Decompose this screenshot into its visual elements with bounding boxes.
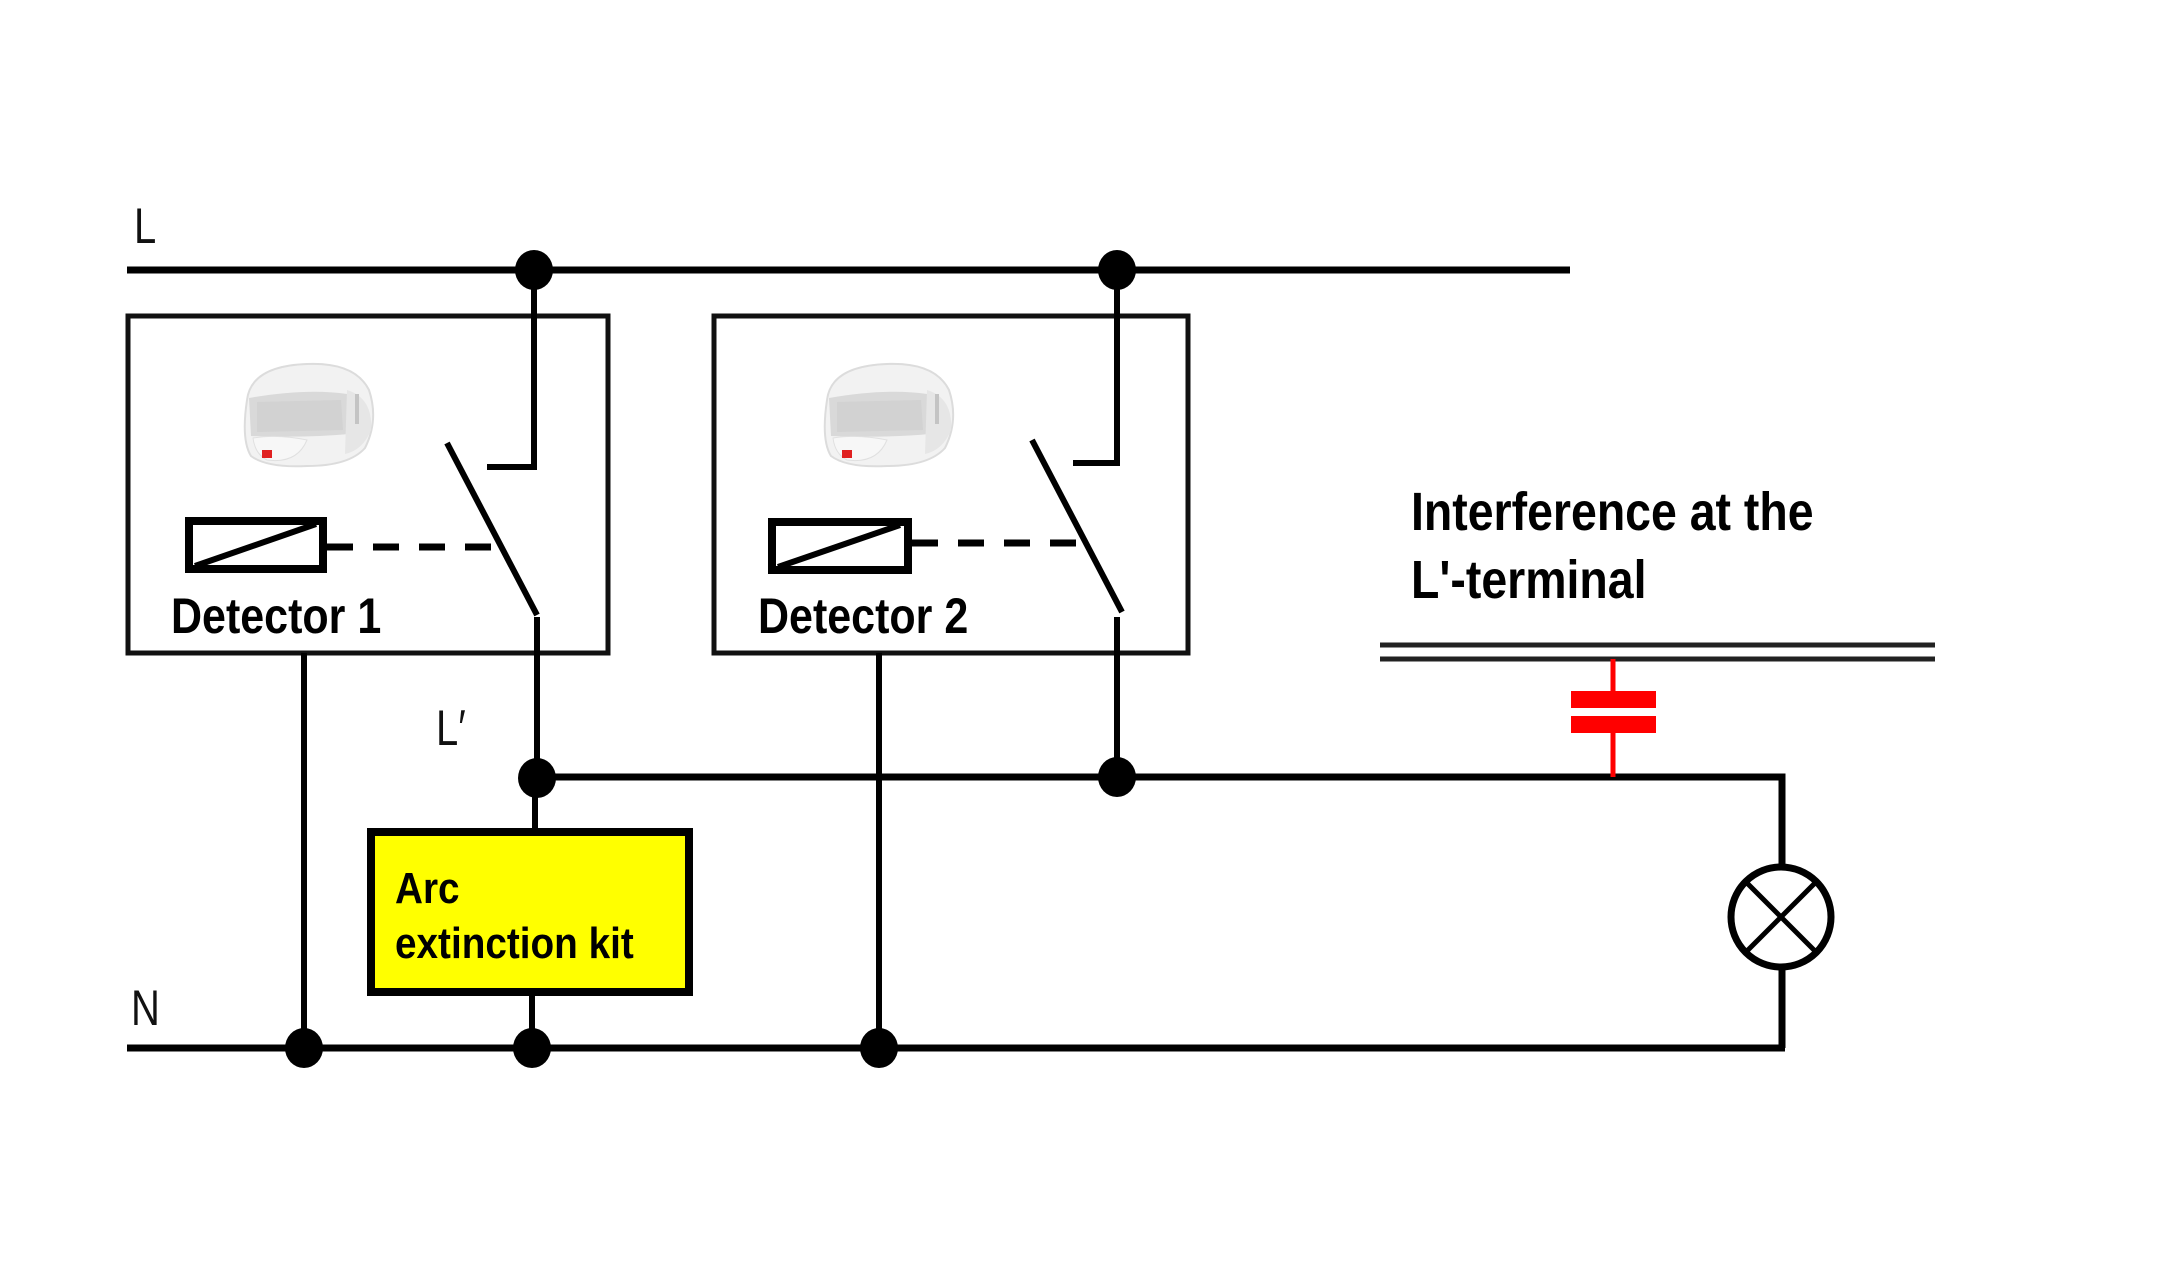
switched-line-label: L′: [436, 700, 466, 756]
junction-dot: [513, 1028, 551, 1068]
interference-label-line2: L'-terminal: [1411, 549, 1647, 610]
lamp-icon: [1727, 863, 1835, 971]
line-l-label: L: [134, 198, 156, 254]
switch-1-blade: [444, 441, 540, 617]
arc-extinction-kit: Arc extinction kit: [367, 777, 693, 1048]
switch-2-blade: [1029, 438, 1125, 614]
switched-line-bus: [537, 773, 1786, 1048]
detector-2-housing: [711, 313, 1191, 656]
junction-dot: [515, 250, 553, 290]
detector-1: Detector 1: [125, 270, 611, 1048]
junction-dot: [860, 1028, 898, 1068]
interference-label-line1: Interference at the: [1411, 481, 1814, 542]
neutral-n-label: N: [131, 980, 160, 1036]
detector-2: Detector 2: [711, 270, 1191, 1048]
relay-coil-2: [768, 518, 912, 574]
junction-dot: [1098, 250, 1136, 290]
motion-sensor-icon: [823, 362, 955, 468]
junction-dot: [518, 758, 556, 798]
arc-kit-box: [367, 828, 693, 996]
relay-coil-1: [185, 517, 327, 573]
detector-1-label: Detector 1: [171, 588, 381, 644]
detector-2-label: Detector 2: [758, 588, 968, 644]
interference-source: Interference at the L'-terminal: [1380, 481, 1935, 777]
detector-1-housing: [125, 313, 611, 656]
parallel-cable-icon: [1380, 642, 1935, 662]
junction-dot: [1098, 757, 1136, 797]
junction-dots: [285, 250, 1136, 1068]
motion-sensor-icon: [243, 362, 375, 468]
arc-kit-label-line2: extinction kit: [395, 918, 634, 968]
coupling-capacitor-icon: [1571, 659, 1656, 777]
junction-dot: [285, 1028, 323, 1068]
arc-kit-label-line1: Arc: [395, 863, 460, 913]
